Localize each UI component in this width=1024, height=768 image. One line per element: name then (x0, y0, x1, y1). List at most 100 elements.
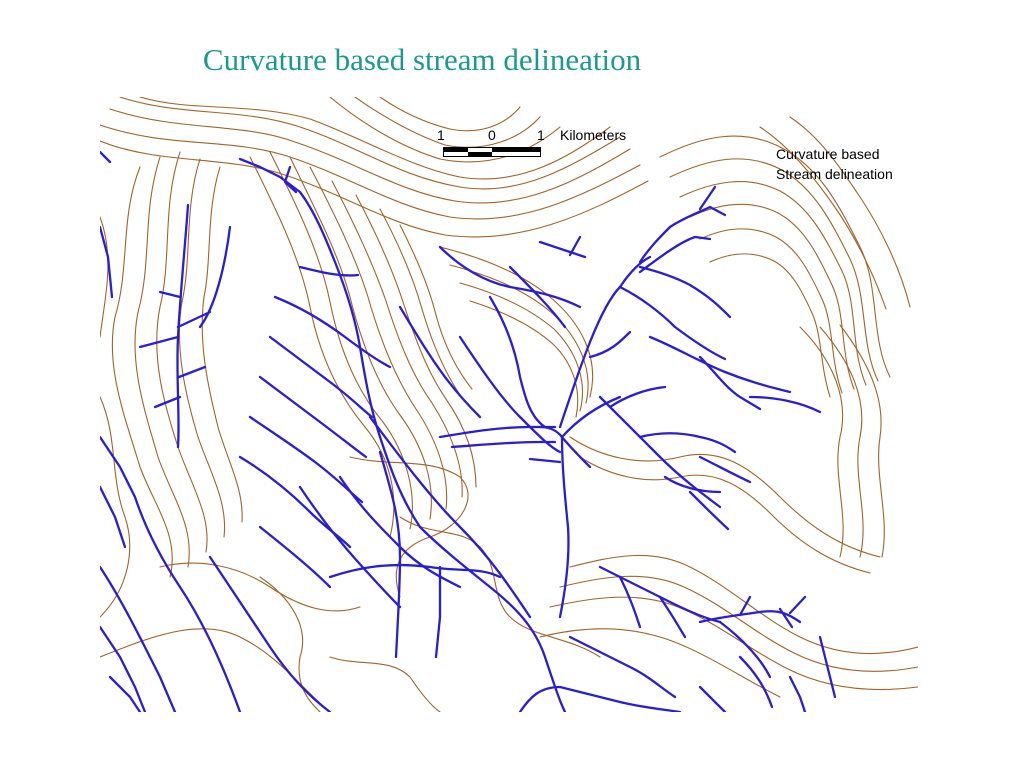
contour-line (399, 224, 473, 390)
contour-line (109, 108, 631, 204)
contour-line (669, 158, 879, 382)
map-canvas (100, 97, 918, 712)
stream-line (198, 225, 232, 329)
stream-line (638, 235, 712, 274)
stream-line (718, 620, 772, 679)
scale-segment (468, 152, 492, 156)
stream-line (298, 485, 402, 609)
contour-line (379, 97, 521, 132)
stream-line (398, 305, 482, 419)
scale-units: Kilometers (560, 127, 627, 143)
stream-line (238, 455, 352, 549)
stream-line (748, 395, 822, 414)
stream-line (458, 335, 562, 454)
stream-line (568, 635, 677, 699)
stream-line (698, 685, 727, 712)
stream-line (438, 245, 582, 309)
contour-line (459, 282, 584, 412)
contour-line (100, 124, 641, 220)
contour-line (659, 135, 891, 378)
contour-line (539, 628, 781, 698)
scale-tick-center: 0 (488, 127, 496, 143)
contour-line (331, 180, 463, 498)
contour-line (819, 326, 864, 558)
contour-line (354, 97, 541, 148)
contour-line (249, 156, 395, 538)
stream-line (488, 295, 547, 429)
contour-line (100, 628, 331, 712)
contour-line (579, 456, 871, 574)
contour-line (709, 253, 831, 398)
contour-line (269, 151, 413, 530)
stream-line (518, 685, 562, 712)
contour-line (449, 264, 589, 404)
stream-line (538, 235, 587, 259)
stream-line (108, 675, 142, 712)
stream-line (138, 290, 212, 409)
stream-line (560, 395, 622, 439)
stream-line (598, 565, 722, 624)
stream-line (298, 265, 360, 277)
stream-line (588, 330, 632, 359)
contour-line (559, 575, 918, 672)
legend-line-1: Curvature based (776, 146, 880, 162)
stream-line (638, 432, 737, 454)
contour-line (399, 516, 601, 658)
contour-line (139, 97, 611, 180)
stream-line (273, 295, 392, 369)
contour-line (119, 97, 621, 190)
stream-line (100, 150, 114, 299)
contour-line (439, 246, 594, 398)
contour-line (259, 576, 321, 712)
contour-line (469, 300, 579, 418)
stream-line (558, 685, 682, 712)
stream-line (668, 185, 727, 229)
stream-line (658, 595, 687, 639)
stream-line (698, 455, 752, 484)
stream-line (638, 265, 732, 319)
contour-line (789, 116, 911, 308)
stream-line (208, 555, 332, 712)
stream-line (558, 435, 570, 619)
map-legend: Curvature based Stream delineation (776, 144, 893, 184)
stream-line (618, 225, 672, 289)
stream-line (258, 375, 368, 459)
contour-line (329, 656, 441, 712)
contour-line (699, 228, 843, 394)
contour-line (839, 324, 885, 558)
contour-line (156, 151, 208, 553)
stream-line (438, 425, 557, 439)
stream-line (434, 565, 442, 659)
stream-line (368, 415, 532, 619)
stream-line (238, 157, 422, 529)
contour-line (100, 140, 649, 238)
slide-title: Curvature based stream delineation (202, 42, 642, 77)
scale-segment (444, 148, 468, 152)
stream-line (100, 625, 147, 712)
contour-line (355, 194, 477, 488)
stream-line (508, 265, 567, 329)
stream-line (788, 675, 807, 712)
stream-line (100, 565, 177, 712)
contour-line (201, 166, 243, 523)
scale-tick-right: 1 (537, 127, 545, 143)
contour-line (379, 208, 461, 396)
scale-tick-left: 1 (437, 127, 445, 143)
contour-line (759, 126, 887, 310)
stream-line (598, 395, 722, 509)
stream-line (450, 440, 557, 449)
contour-line (549, 596, 918, 691)
stream-line (618, 575, 642, 629)
stream-line (248, 415, 364, 504)
stream-line (818, 635, 837, 699)
stream-line (688, 490, 730, 531)
stream-line (378, 450, 402, 659)
stream-line (618, 285, 727, 361)
stream-line (608, 385, 667, 409)
contour-line (799, 326, 844, 558)
stream-line (258, 525, 332, 589)
stream-line (100, 485, 127, 549)
contour-line (100, 216, 109, 338)
stream-line (328, 563, 502, 579)
